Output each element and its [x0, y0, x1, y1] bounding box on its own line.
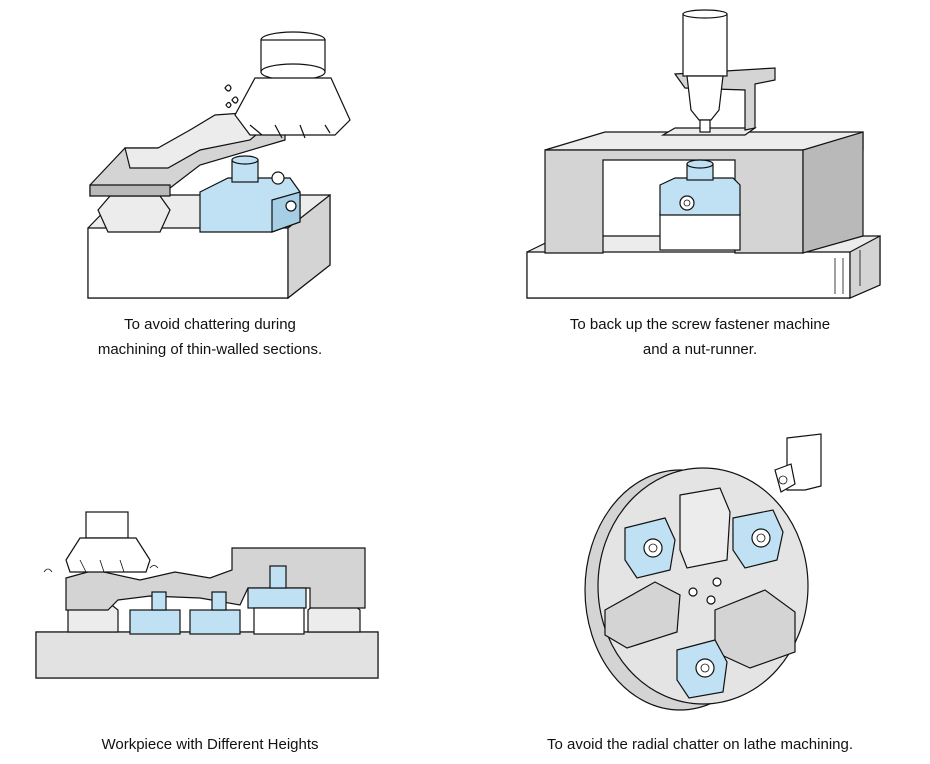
caption-screw-fastener: To back up the screw fastener machine an… — [505, 312, 895, 362]
chip-icon — [224, 84, 232, 92]
panel-screw-fastener: To back up the screw fastener machine an… — [465, 0, 930, 380]
caption-thin-wall: To avoid chattering during machining of … — [40, 312, 380, 362]
panel-thin-wall: To avoid chattering during machining of … — [0, 0, 460, 380]
caption-line-1: Workpiece with Different Heights — [101, 736, 319, 753]
caption-lathe: To avoid the radial chatter on lathe mac… — [495, 732, 905, 757]
screw-fastener-illustration — [526, 9, 881, 299]
caption-line-2: machining of thin-walled sections. — [97, 341, 323, 358]
work-support-icon — [129, 565, 307, 635]
different-heights-illustration — [35, 511, 379, 679]
caption-line-1: To avoid the radial chatter on lathe mac… — [546, 736, 854, 753]
caption-different-heights: Workpiece with Different Heights — [40, 732, 380, 757]
caption-line-2: and a nut-runner. — [642, 341, 758, 358]
thin-wall-milling-illustration — [87, 31, 351, 300]
work-support-icon — [624, 509, 784, 699]
caption-line-1: To back up the screw fastener machine — [569, 316, 831, 333]
panel-different-heights: Workpiece with Different Heights — [0, 400, 460, 764]
panel-lathe: To avoid the radial chatter on lathe mac… — [465, 400, 930, 764]
lathe-chuck-illustration — [584, 433, 822, 711]
caption-line-1: To avoid chattering during — [124, 316, 296, 333]
